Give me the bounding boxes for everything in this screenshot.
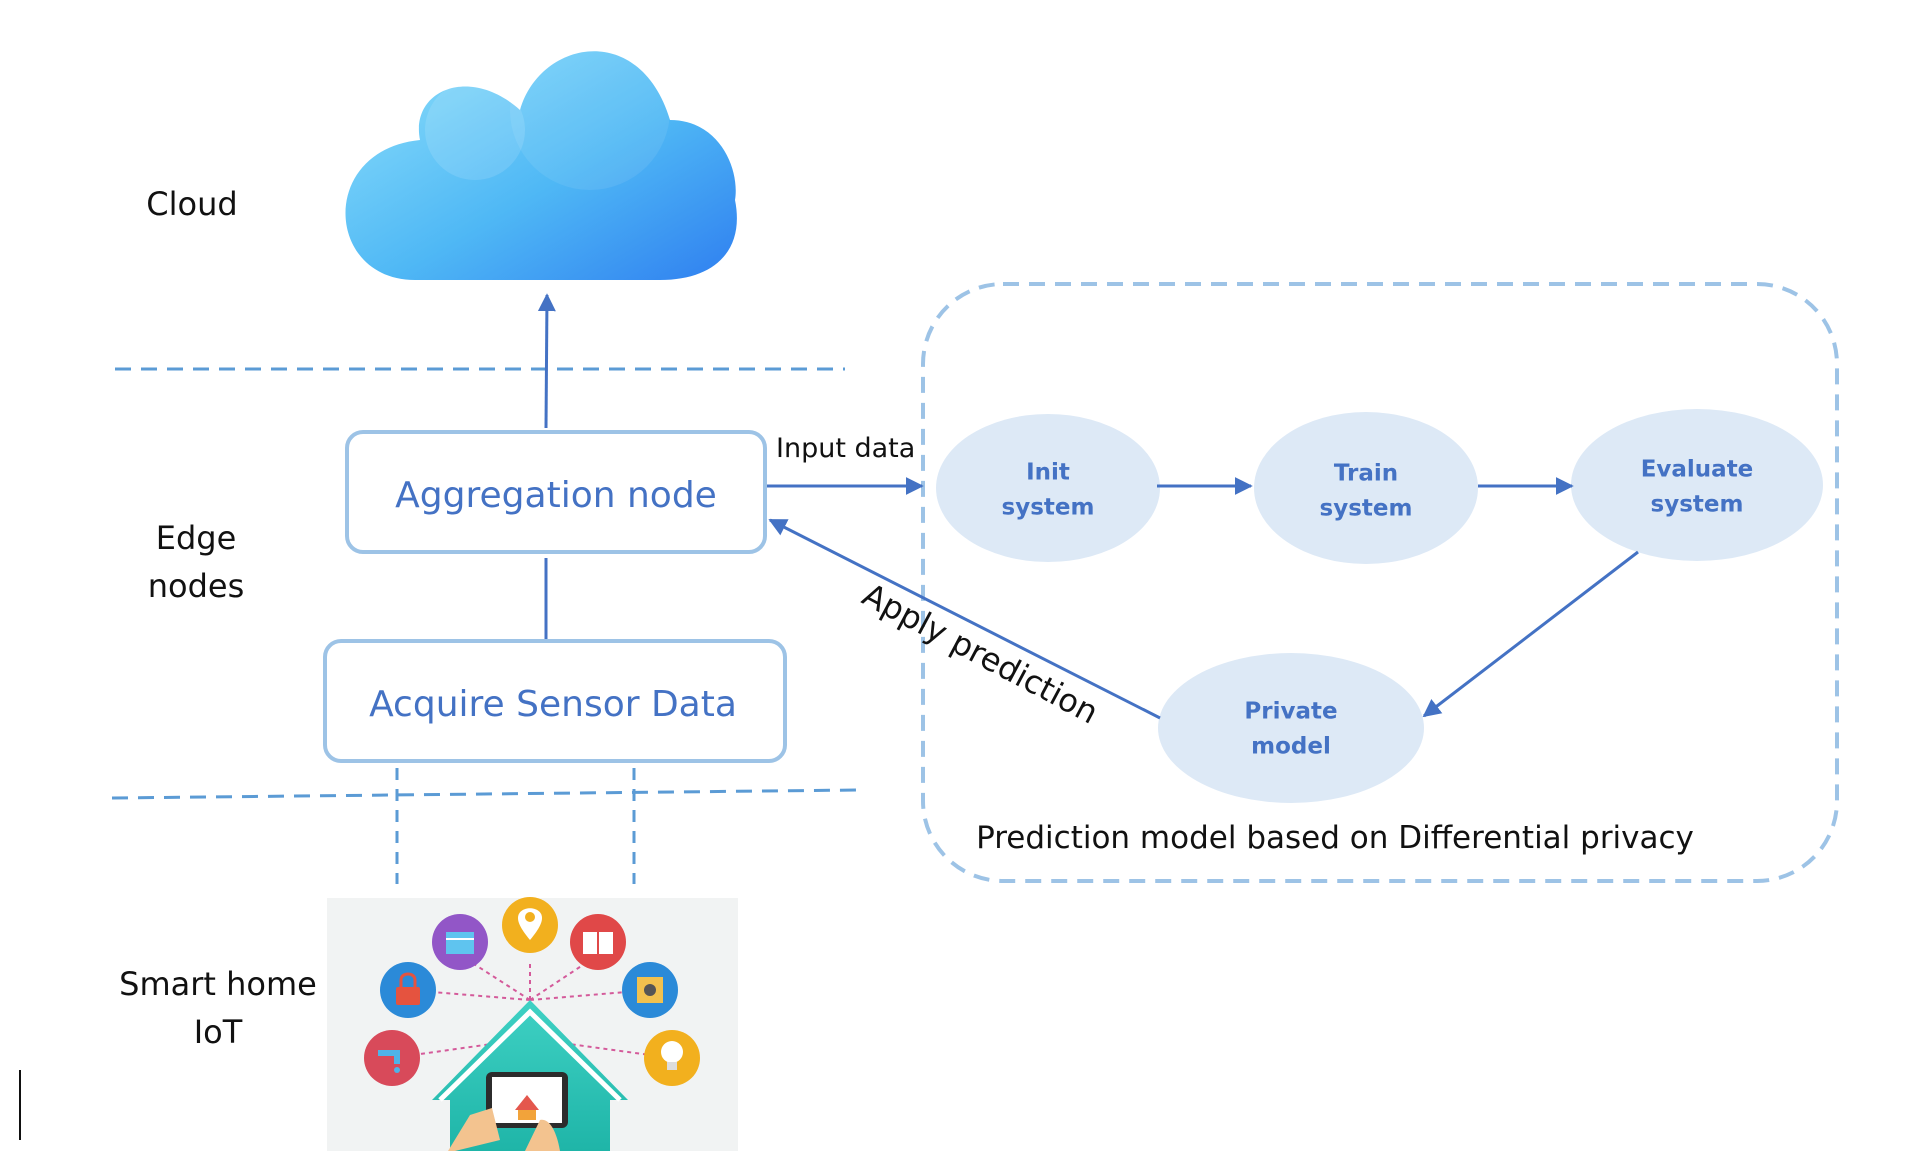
step-evaluate-line2: system [1651,492,1744,518]
edge-iot-separator [111,788,859,800]
tier-label-nodes: nodes [148,567,245,605]
book-icon [570,914,626,970]
aggregation-node-box [345,430,767,554]
bulb-icon [644,1030,700,1086]
acquire-sensor-data-label: Acquire Sensor Data [369,684,737,725]
apply-prediction-arrow [768,518,1161,720]
prediction-model-caption: Prediction model based on Differential p… [976,820,1694,856]
acquire-sensor-data-box [323,639,787,763]
step-private-line1: Private [1244,699,1337,725]
cloud-icon [345,30,737,281]
step-evaluate-system: Evaluate system [1571,409,1823,561]
step-private-line2: model [1251,734,1331,760]
step-train-line2: system [1320,496,1413,522]
aggregation-node-label: Aggregation node [395,475,717,516]
prediction-model-container [921,282,1839,883]
aggregation-to-cloud-arrow [537,293,556,429]
tier-label-edge: Edge [156,519,237,557]
evaluate-to-private-arrow [1422,550,1639,718]
step-evaluate-line1: Evaluate [1641,457,1754,483]
step-init-system: Init system [936,414,1160,562]
tier-label-smart-home: Smart home [119,965,317,1003]
tablet-icon [486,1072,568,1128]
step-private-model: Private model [1158,653,1424,803]
calendar-icon [432,914,488,970]
step-init-line2: system [1002,495,1095,521]
location-icon [502,897,558,953]
safe-icon [622,962,678,1018]
step-train-line1: Train [1334,461,1398,487]
smart-home-illustration [327,897,738,1151]
faucet-icon [364,1030,420,1086]
tier-label-iot: IoT [194,1013,243,1051]
step-train-system: Train system [1254,412,1478,564]
tier-label-cloud: Cloud [146,185,237,223]
step-init-line1: Init [1026,460,1070,486]
lock-icon [380,962,436,1018]
apply-prediction-label: Apply prediction [856,576,1104,732]
input-data-label: Input data [776,433,915,464]
